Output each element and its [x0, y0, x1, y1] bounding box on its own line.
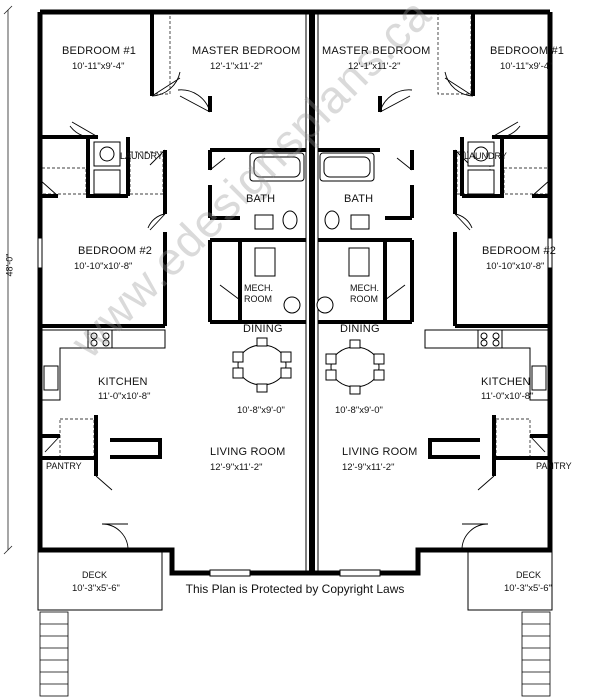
left-bath-label: BATH [246, 193, 276, 205]
overall-dimension: 48'-0" [4, 253, 15, 277]
right-bedroom1-name: BEDROOM #1 [490, 45, 565, 57]
door-swings [39, 71, 551, 549]
right-dining-name: DINING [340, 323, 380, 335]
left-laundry-label: LAUNDRY [120, 151, 163, 161]
right-deck-name: DECK [516, 570, 542, 580]
copyright-note: This Plan is Protected by Copyright Laws [185, 582, 405, 596]
left-bedroom1-name: BEDROOM #1 [62, 45, 137, 57]
windows [37, 237, 553, 577]
right-laundry-label: LAUNDRY [464, 151, 507, 161]
right-master-size: 12'-1"x11'-2" [348, 61, 401, 72]
right-bedroom1-size: 10'-11"x9'-4" [500, 61, 553, 72]
right-unit-walls [318, 12, 550, 476]
left-dining-name: DINING [243, 323, 283, 335]
dining-tables [232, 337, 385, 395]
left-mech-line1: MECH. [244, 283, 273, 293]
right-living-name: LIVING ROOM [342, 446, 418, 458]
kitchen-counters [42, 329, 548, 401]
right-living-size: 12'-9"x11'-2" [342, 462, 395, 473]
left-living-size: 12'-9"x11'-2" [210, 462, 263, 473]
left-unit-walls [40, 12, 306, 476]
left-deck-size: 10'-3"x5'-6" [72, 583, 120, 594]
left-bedroom1-size: 10'-11"x9'-4" [72, 61, 125, 72]
right-master-name: MASTER BEDROOM [322, 45, 431, 57]
right-kitchen-size: 11'-0"x10'-8" [481, 391, 534, 402]
overall-dimension-line [3, 5, 13, 555]
stairs [39, 611, 551, 697]
left-living-name: LIVING ROOM [210, 446, 286, 458]
left-master-size: 12'-1"x11'-2" [210, 61, 263, 72]
decks [37, 551, 553, 611]
left-dining-size: 10'-8"x9'-0" [237, 405, 285, 416]
closet-outlines [41, 13, 549, 458]
left-bedroom2-size: 10'-10"x10'-8" [74, 261, 133, 272]
left-master-name: MASTER BEDROOM [192, 45, 301, 57]
left-kitchen-name: KITCHEN [98, 376, 148, 388]
right-bedroom2-size: 10'-10"x10'-8" [486, 261, 545, 272]
left-pantry-label: PANTRY [46, 461, 82, 471]
exterior-walls [37, 9, 553, 576]
right-bath-label: BATH [344, 193, 374, 205]
right-mech-line1: MECH. [350, 283, 379, 293]
left-bedroom2-name: BEDROOM #2 [78, 245, 153, 257]
right-dining-size: 10'-8"x9'-0" [335, 405, 383, 416]
right-bedroom2-name: BEDROOM #2 [482, 245, 557, 257]
left-deck-name: DECK [82, 570, 108, 580]
right-deck-size: 10'-3"x5'-6" [504, 583, 552, 594]
bathroom-fixtures [93, 141, 495, 314]
right-mech-line2: ROOM [350, 294, 378, 304]
left-mech-line2: ROOM [244, 294, 272, 304]
left-kitchen-size: 11'-0"x10'-8" [98, 391, 151, 402]
right-kitchen-name: KITCHEN [481, 376, 531, 388]
right-pantry-label: PANTRY [536, 461, 572, 471]
